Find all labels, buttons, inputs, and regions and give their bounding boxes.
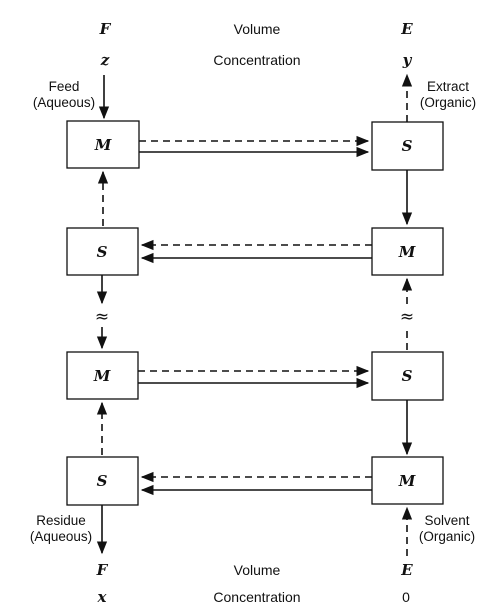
top-left-symbol: F bbox=[99, 20, 112, 38]
extract-phase-label: (Organic) bbox=[420, 95, 476, 110]
stage-box-right-4 bbox=[371, 456, 444, 505]
bottom-left-symbol: F bbox=[96, 561, 109, 579]
stage-label-left-2: S bbox=[97, 243, 108, 261]
top-volume-label: Volume bbox=[234, 21, 281, 37]
residue-phase-label: (Aqueous) bbox=[30, 529, 92, 544]
stage-label-left-3: M bbox=[93, 367, 111, 385]
stage-label-right-2: M bbox=[398, 243, 416, 261]
stage-label-right-4: M bbox=[398, 472, 416, 490]
feed-label: Feed bbox=[49, 79, 80, 94]
bottom-volume-label: Volume bbox=[234, 562, 281, 578]
left-continuation-symbol: ≈ bbox=[95, 307, 109, 327]
feed-phase-label: (Aqueous) bbox=[33, 95, 95, 110]
top-right-symbol: E bbox=[400, 20, 413, 38]
stage-box-left-2 bbox=[66, 227, 139, 276]
stage-box-left-3 bbox=[66, 351, 139, 400]
extract-label: Extract bbox=[427, 79, 469, 94]
stage-box-left-4 bbox=[66, 456, 139, 506]
stage-label-right-1: S bbox=[402, 137, 413, 155]
stage-label-right-3: S bbox=[402, 367, 413, 385]
right-continuation-symbol: ≈ bbox=[400, 307, 414, 327]
bottom-left-conc: x bbox=[97, 588, 108, 606]
stage-label-left-4: S bbox=[97, 472, 108, 490]
top-right-conc: y bbox=[402, 51, 413, 69]
stage-box-right-2 bbox=[371, 227, 444, 276]
solvent-label: Solvent bbox=[424, 513, 469, 528]
bottom-right-conc: 0 bbox=[402, 589, 410, 605]
top-left-conc: z bbox=[100, 51, 110, 69]
top-concentration-label: Concentration bbox=[213, 52, 300, 68]
stage-box-left-1 bbox=[66, 120, 140, 169]
stage-box-right-1 bbox=[371, 121, 444, 171]
bottom-concentration-label: Concentration bbox=[213, 589, 300, 605]
stage-box-right-3 bbox=[371, 351, 444, 401]
solvent-phase-label: (Organic) bbox=[419, 529, 475, 544]
stage-label-left-1: M bbox=[94, 136, 112, 154]
residue-label: Residue bbox=[36, 513, 86, 528]
bottom-right-symbol: E bbox=[400, 561, 413, 579]
